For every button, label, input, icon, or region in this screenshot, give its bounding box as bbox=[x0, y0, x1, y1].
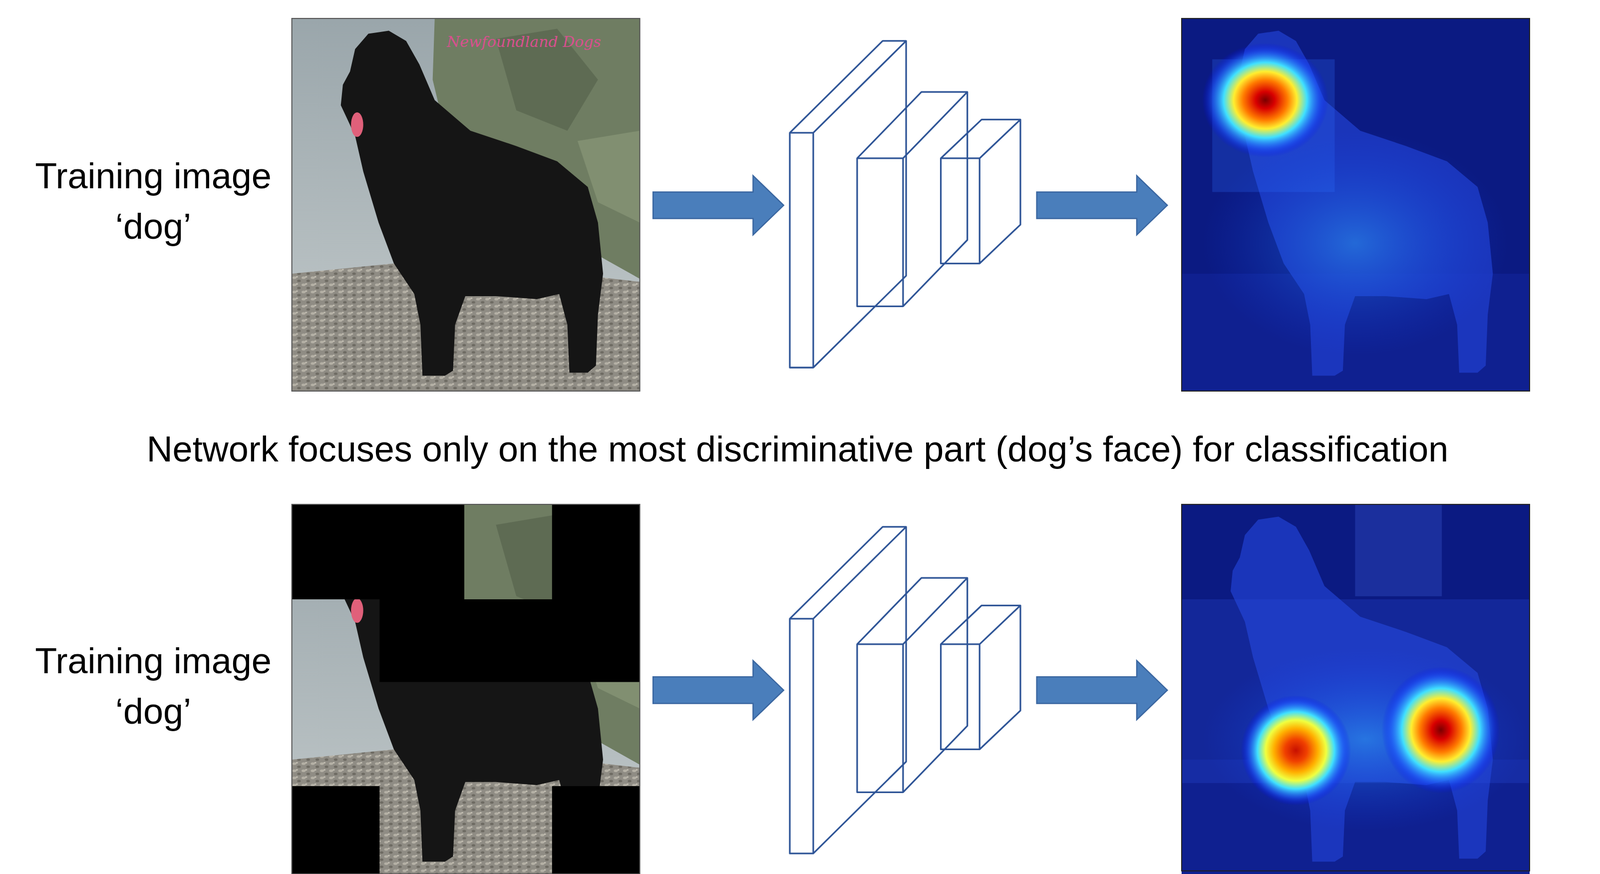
dog-photo bbox=[292, 18, 640, 391]
flow-arrow bbox=[1036, 660, 1168, 720]
input-label-holder: Training image ‘dog’ bbox=[13, 635, 294, 737]
watermark-holder: Newfoundland Dogs bbox=[446, 32, 637, 51]
flow-arrow bbox=[1036, 175, 1168, 236]
cnn-network bbox=[789, 40, 1021, 368]
cnn-network bbox=[789, 526, 1021, 854]
caption-text-holder: Network focuses only on the most discrim… bbox=[0, 423, 1598, 475]
input-label-holder: Training image ‘dog’ bbox=[13, 150, 294, 252]
watermark: Newfoundland Dogs bbox=[446, 32, 637, 51]
flow-arrow bbox=[652, 175, 784, 236]
masked-dog-photo bbox=[292, 504, 640, 874]
heatmap bbox=[1181, 18, 1530, 391]
input-label: Training image ‘dog’ bbox=[13, 635, 294, 737]
heatmap bbox=[1181, 504, 1530, 874]
input-label: Training image ‘dog’ bbox=[13, 150, 294, 252]
flow-arrow bbox=[652, 660, 784, 720]
caption-text: Network focuses only on the most discrim… bbox=[0, 423, 1598, 475]
